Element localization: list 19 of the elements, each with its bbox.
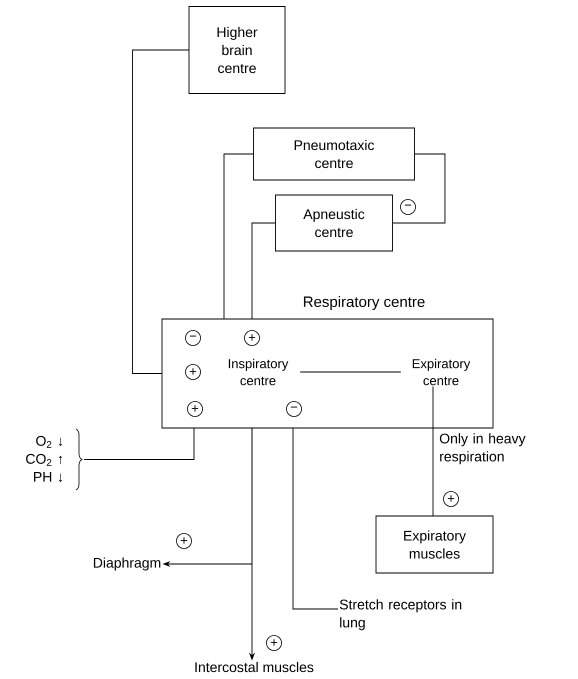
connector-line	[224, 154, 254, 319]
connector-line	[432, 386, 434, 516]
centre-label: Expiratory centre	[412, 358, 470, 386]
process-box: Apneustic centre	[275, 194, 393, 252]
connector-line	[84, 428, 194, 460]
connector-line	[252, 222, 276, 319]
connector-line	[392, 154, 446, 224]
process-box: Higher brain centre	[188, 6, 286, 94]
target-label: Intercostal muscles	[195, 662, 314, 672]
edge-label: Only in heavy respiration	[440, 433, 526, 464]
centre-label: Inspiratory centre	[228, 358, 288, 386]
process-box: Expiratory muscles	[376, 516, 494, 574]
connector-line	[292, 428, 338, 610]
target-label: Diaphragm	[94, 557, 160, 571]
process-box: Pneumotaxic centre	[253, 128, 415, 180]
source-label: Stretch receptors in lung	[340, 599, 462, 630]
stimulus-label: O$_{2}$ ↓ CO$_{2}$ ↑ PH ↓	[26, 428, 82, 490]
node-label: Respiratory centre	[304, 296, 425, 310]
connector-line	[132, 50, 189, 374]
